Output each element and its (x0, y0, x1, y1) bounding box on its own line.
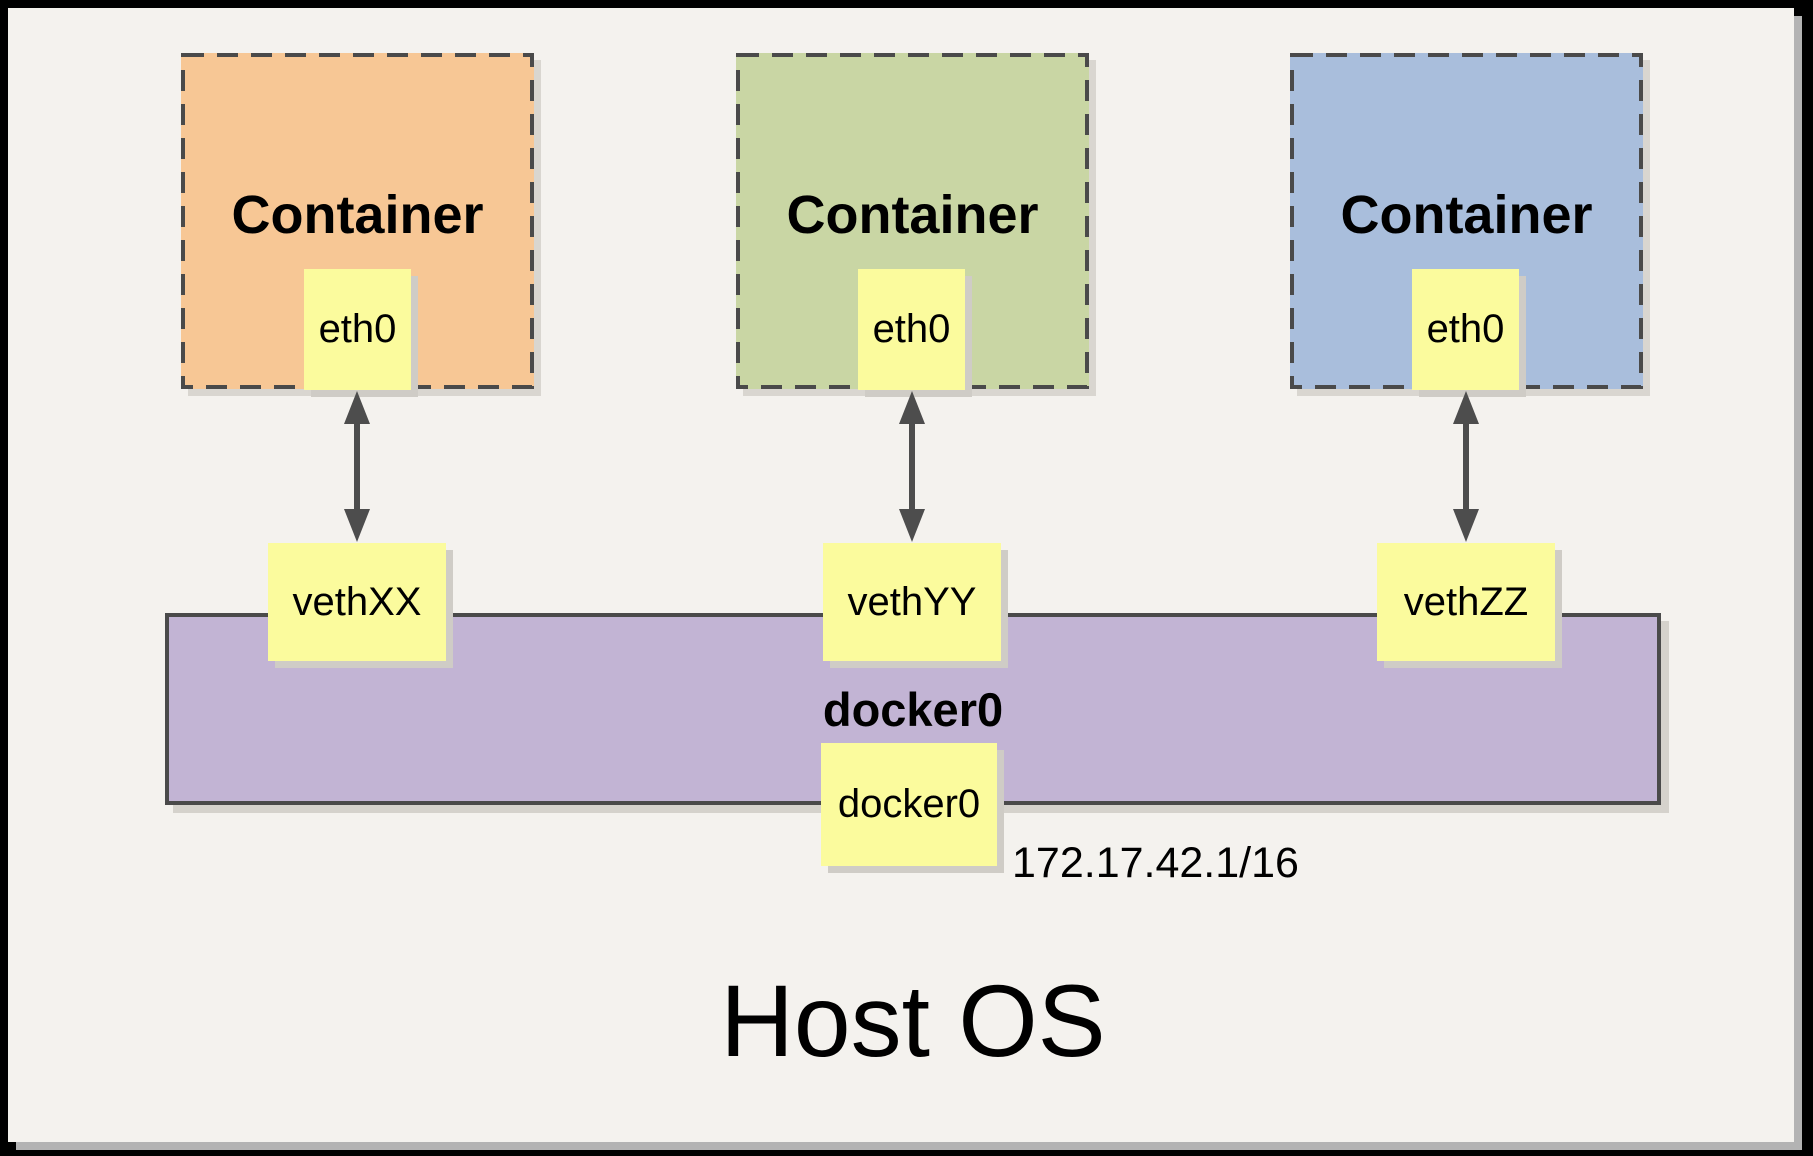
vethzz-label: vethZZ (1403, 579, 1529, 624)
double-arrow-icon (899, 391, 925, 542)
docker0-interface-box: docker0 (821, 743, 997, 866)
bridge-ip-address: 172.17.42.1/16 (1012, 839, 1299, 887)
vethzz-box: vethZZ (1377, 543, 1555, 661)
vethyy-box: vethYY (823, 543, 1001, 661)
host-os-title: Host OS (720, 964, 1106, 1078)
eth0-label-1: eth0 (318, 307, 397, 351)
eth0-label-2: eth0 (872, 307, 951, 351)
eth0-label-3: eth0 (1426, 307, 1505, 351)
double-arrow-icon (344, 391, 370, 542)
container-2-label: Container (786, 185, 1039, 245)
eth0-box-2: eth0 (858, 269, 965, 390)
vethxx-box: vethXX (268, 543, 446, 661)
vethyy-label: vethYY (847, 579, 977, 624)
eth0-box-1: eth0 (304, 269, 411, 390)
vethxx-label: vethXX (292, 579, 422, 624)
eth0-box-3: eth0 (1412, 269, 1519, 390)
double-arrow-icon (1453, 391, 1479, 542)
docker0-interface-label: docker0 (837, 782, 981, 826)
docker0-bridge-label: docker0 (822, 683, 1004, 736)
container-3-label: Container (1340, 185, 1593, 245)
container-1-label: Container (231, 185, 484, 245)
diagram-canvas: Container Container Container eth0 eth0 … (8, 8, 1794, 1142)
